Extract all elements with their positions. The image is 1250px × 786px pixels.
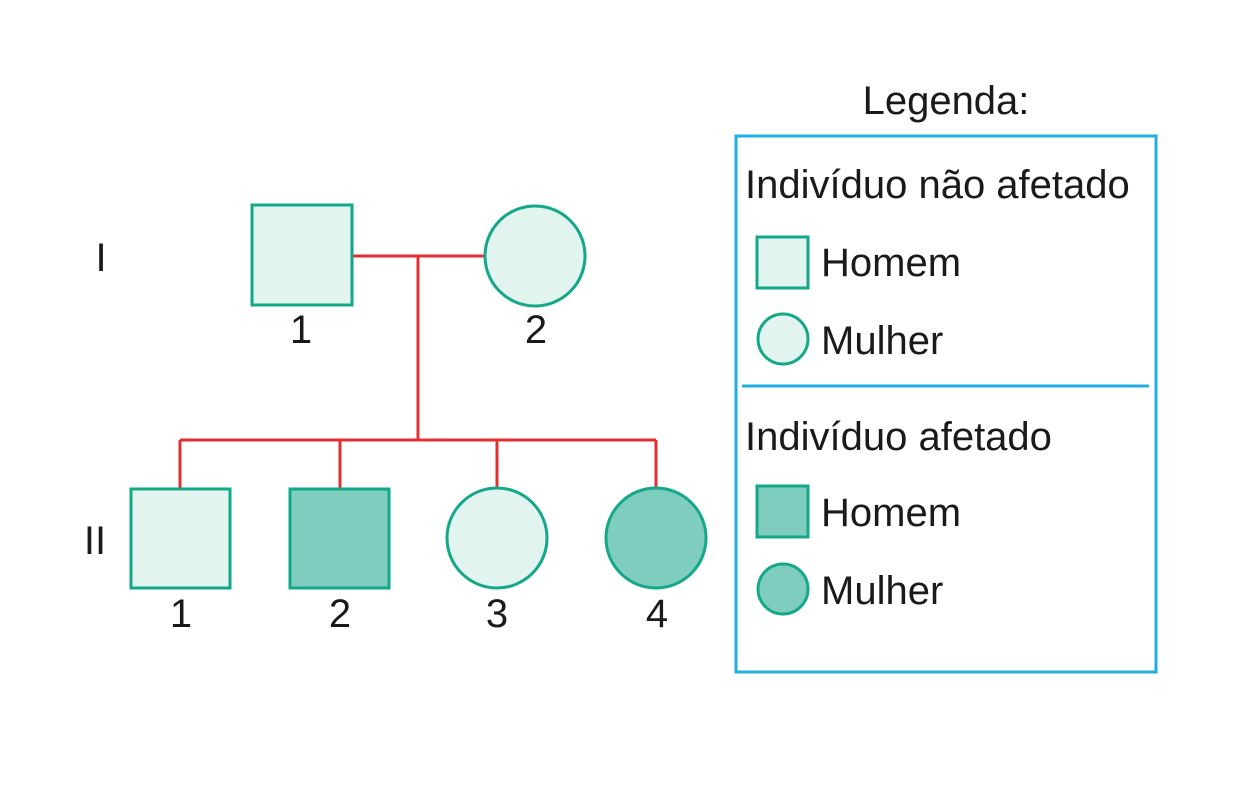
legend-unaffected-heading: Indivíduo não afetado	[745, 163, 1130, 207]
legend-title: Legenda:	[863, 79, 1030, 123]
gen2-number-4: 4	[646, 592, 668, 636]
legend-unaffected-female-label: Mulher	[821, 319, 943, 363]
gen2-number-2: 2	[329, 592, 351, 636]
gen1-individual-2-female-unaffected	[483, 204, 587, 308]
legend-affected-heading: Indivíduo afetado	[745, 415, 1052, 459]
gen2-individual-3-female-unaffected	[445, 486, 549, 590]
gen2-individual-1-male-unaffected	[129, 487, 232, 590]
gen2-individual-4-female-affected	[604, 486, 708, 590]
pedigree-lines	[178, 254, 658, 489]
legend-box	[734, 134, 1158, 674]
gen2-number-1: 1	[170, 592, 192, 636]
legend-unaffected-male-icon	[755, 235, 810, 290]
legend-affected-female-label: Mulher	[821, 569, 943, 613]
gen1-individual-1-male-unaffected	[250, 203, 354, 307]
gen1-number-2: 2	[525, 308, 547, 352]
legend-affected-female-icon	[756, 562, 810, 616]
legend-unaffected-female-icon	[756, 312, 810, 366]
legend-affected-male-label: Homem	[821, 491, 961, 535]
gen2-number-3: 3	[486, 592, 508, 636]
legend-affected-male-icon	[755, 484, 810, 539]
gen2-individual-2-male-affected	[288, 487, 391, 590]
generation-label-i: I	[95, 236, 106, 280]
gen1-number-1: 1	[290, 308, 312, 352]
legend-unaffected-male-label: Homem	[821, 241, 961, 285]
generation-label-ii: II	[84, 519, 106, 563]
